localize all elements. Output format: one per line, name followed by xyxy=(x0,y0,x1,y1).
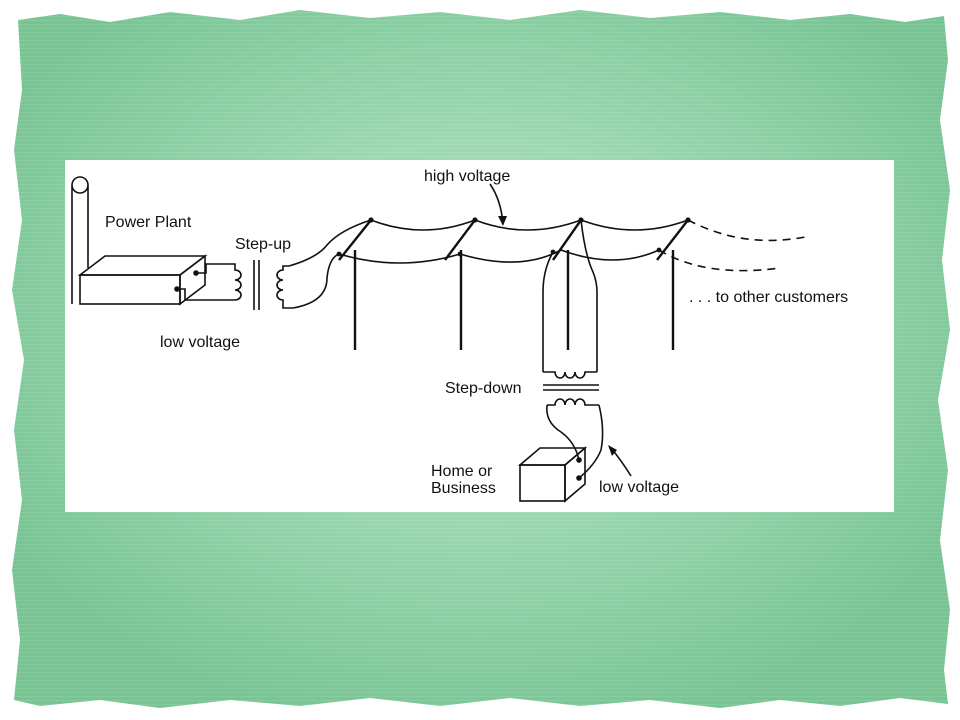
step-up-secondary-coil xyxy=(276,265,293,309)
pole-cross-arms xyxy=(338,219,689,261)
home-wire-left xyxy=(545,404,580,461)
step-up-primary-coil xyxy=(225,263,242,301)
business-label: Business xyxy=(431,480,496,497)
step-down-secondary-coil xyxy=(547,398,599,406)
power-plant-building xyxy=(77,254,208,306)
plant-wire-upper xyxy=(196,263,225,274)
low-voltage-plant-label: low voltage xyxy=(160,334,241,351)
hv-line-lower xyxy=(338,249,660,264)
step-up-output-wire-lower xyxy=(292,253,340,309)
step-down-label: Step-down xyxy=(445,380,522,397)
step-down-drop-right xyxy=(580,219,598,372)
high-voltage-label: high voltage xyxy=(424,168,511,185)
to-other-customers-label: . . . to other customers xyxy=(689,289,849,306)
plant-wire-lower xyxy=(177,288,225,301)
hv-line-upper-continued xyxy=(687,219,811,242)
home-wire-right xyxy=(578,404,604,479)
power-plant-label: Power Plant xyxy=(105,214,192,231)
home-building xyxy=(517,446,588,503)
step-down-drop-left xyxy=(542,251,554,372)
step-down-primary-coil xyxy=(543,371,597,379)
hv-line-upper xyxy=(370,219,689,231)
power-distribution-diagram xyxy=(71,176,811,503)
utility-poles xyxy=(353,250,675,350)
step-up-label: Step-up xyxy=(235,236,292,253)
step-up-output-wire-upper xyxy=(288,219,372,267)
wire-junctions xyxy=(336,217,691,257)
hv-line-lower-continued xyxy=(658,249,781,272)
home-or-label: Home or xyxy=(431,463,493,480)
diagram-panel: high voltage Power Plant Step-up low vol… xyxy=(65,160,894,512)
low-voltage-home-label: low voltage xyxy=(599,479,680,496)
smokestack xyxy=(71,176,89,304)
